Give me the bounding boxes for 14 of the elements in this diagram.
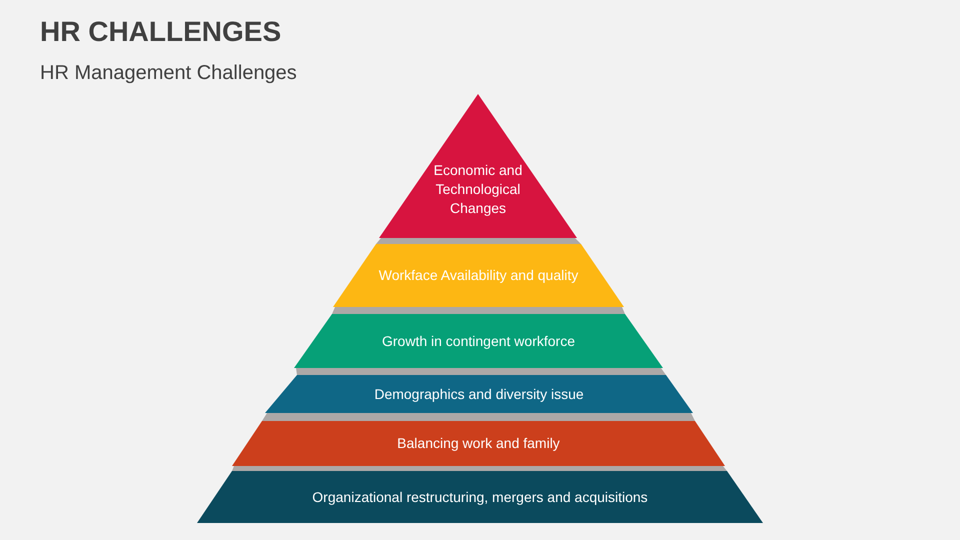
pyramid-layer xyxy=(294,314,663,368)
layer-label: Growth in contingent workforce xyxy=(382,332,575,350)
slide-title: HR CHALLENGES xyxy=(40,16,282,48)
layer-label: Organizational restructuring, mergers and acquisitions xyxy=(312,488,648,506)
pyramid-layer xyxy=(232,421,725,466)
pyramid-top-triangle xyxy=(379,94,577,238)
slide-subtitle: HR Management Challenges xyxy=(40,61,297,85)
pyramid-layer xyxy=(265,375,693,413)
pyramid-layer xyxy=(197,471,763,523)
layer-label: Demographics and diversity issue xyxy=(374,384,584,404)
layer-label: Workface Availability and quality xyxy=(378,266,578,285)
pyramid-layer xyxy=(333,244,624,307)
layer-label: Balancing work and family xyxy=(397,434,560,453)
layer-label: Economic and Technological Changes xyxy=(432,161,524,218)
